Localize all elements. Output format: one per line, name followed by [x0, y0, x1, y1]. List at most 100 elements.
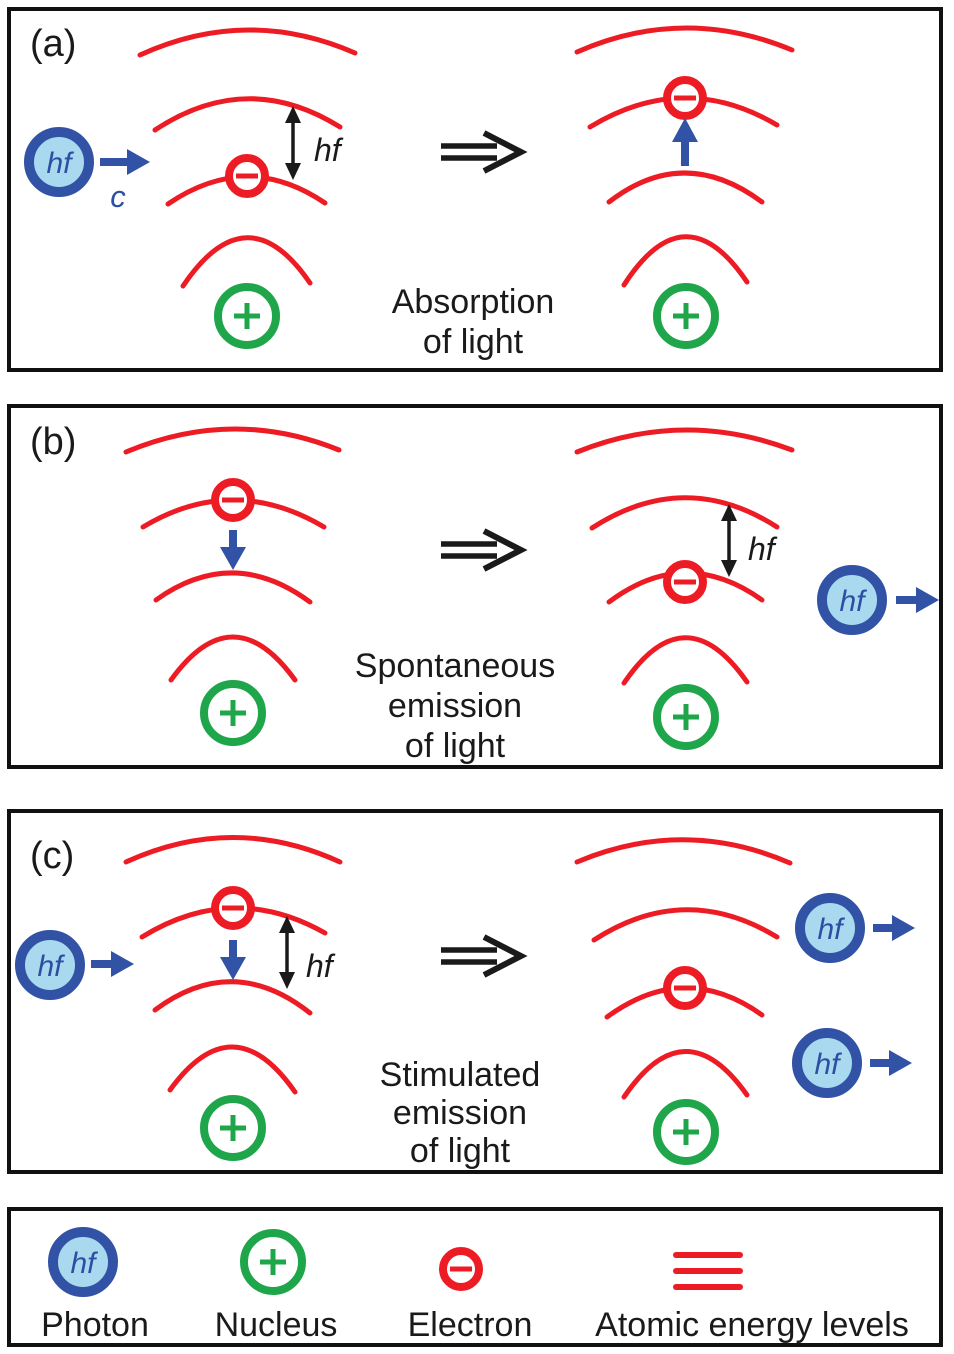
- photon-symbol: hf: [46, 147, 74, 180]
- electron-icon: [663, 966, 707, 1010]
- photon-direction-arrow: [896, 587, 939, 613]
- photon-icon: [795, 893, 865, 963]
- photon-symbol: hf: [37, 950, 65, 983]
- electron-icon: [663, 76, 707, 120]
- energy-level-2-arc: [591, 907, 780, 943]
- panel-spontaneous-emission: (b): [7, 404, 943, 769]
- caption-line: emission: [393, 1094, 527, 1132]
- energy-levels-icon: [673, 1252, 743, 1290]
- energy-level-1-arc: [153, 570, 313, 605]
- panel-b-label: (b): [30, 421, 76, 463]
- energy-level-3-arc: [574, 837, 793, 866]
- atom-b-after: hf: [574, 427, 795, 750]
- energy-gap-arrow: [279, 916, 295, 989]
- photon-symbol: hf: [839, 585, 867, 618]
- photon-icon: [24, 127, 94, 197]
- photon-direction-arrow: [100, 149, 150, 175]
- atom-b-before: [123, 426, 342, 746]
- energy-level-3-arc: [574, 427, 795, 455]
- legend-item-electron: Electron: [408, 1247, 533, 1344]
- electron-icon: [211, 478, 255, 522]
- photon-direction-arrow: [870, 1050, 912, 1076]
- photon-symbol: hf: [814, 1048, 842, 1081]
- energy-level-3-arc: [574, 25, 795, 55]
- caption-line: Stimulated: [380, 1056, 541, 1094]
- electron-drop-down-arrow: [220, 940, 246, 980]
- electron-drop-down-arrow: [220, 530, 246, 570]
- energy-gap-arrow: [285, 106, 301, 180]
- energy-level-2-arc: [589, 495, 780, 531]
- photon-icon: [817, 565, 887, 635]
- legend-item-nucleus: Nucleus: [215, 1229, 338, 1344]
- panel-c-label: (c): [30, 835, 74, 877]
- nucleus-arc: [168, 634, 298, 683]
- energy-gap-label: hf: [748, 531, 778, 567]
- photon-direction-arrow: [91, 951, 134, 977]
- implies-arrow: [441, 934, 528, 978]
- electron-icon: [211, 886, 255, 930]
- caption-line: Spontaneous: [355, 647, 555, 685]
- nucleus-arc: [621, 1049, 750, 1100]
- electron-jump-up-arrow: [672, 118, 698, 166]
- panel-a-label: (a): [30, 23, 76, 65]
- legend-item-energy-levels: Atomic energy levels: [595, 1252, 909, 1344]
- energy-gap-label: hf: [314, 132, 344, 168]
- energy-level-3-arc: [137, 27, 358, 58]
- nucleus-icon: [653, 283, 719, 349]
- energy-gap-label: hf: [306, 948, 336, 984]
- implies-arrow: [441, 528, 528, 572]
- photon-icon: [48, 1227, 118, 1297]
- panel-a-border: [7, 7, 943, 372]
- photon-incoming: hf: [15, 930, 134, 1000]
- speed-of-light-label: c: [110, 179, 126, 214]
- panel-stimulated-emission: (c) hf: [7, 809, 943, 1174]
- energy-level-1-arc: [152, 979, 313, 1016]
- atom-c-before: hf: [123, 835, 343, 1161]
- legend-label-electron: Electron: [408, 1306, 533, 1344]
- photon-direction-arrow: [873, 915, 915, 941]
- energy-level-3-arc: [123, 835, 343, 865]
- atom-a-after: [574, 25, 795, 349]
- atom-a-before: hf: [137, 27, 358, 349]
- panel-b-border: [7, 404, 943, 769]
- panel-c-border: [7, 809, 943, 1174]
- nucleus-arc: [621, 635, 750, 686]
- energy-level-2-arc: [152, 96, 343, 133]
- nucleus-icon: [200, 1095, 266, 1161]
- electron-icon: [225, 154, 269, 198]
- nucleus-arc: [621, 234, 750, 288]
- legend-label-photon: Photon: [41, 1306, 149, 1344]
- nucleus-icon: [653, 1099, 719, 1165]
- nucleus-icon: [653, 684, 719, 750]
- photon-emitted-1: hf: [795, 893, 915, 963]
- legend-label-energy-levels: Atomic energy levels: [595, 1306, 909, 1344]
- photon-icon: [792, 1028, 862, 1098]
- caption-line: Absorption: [392, 283, 555, 321]
- photon-emitted-2: hf: [792, 1028, 912, 1098]
- legend: hf Photon Nucleus Electron Atomic energy…: [7, 1207, 943, 1347]
- nucleus-icon: [214, 283, 280, 349]
- energy-gap-arrow: [721, 504, 737, 577]
- legend-item-photon: hf Photon: [41, 1227, 149, 1344]
- electron-icon: [663, 560, 707, 604]
- caption-line: of light: [410, 1132, 511, 1170]
- legend-label-nucleus: Nucleus: [215, 1306, 338, 1344]
- panel-b-caption: Spontaneous emission of light: [355, 647, 555, 765]
- nucleus-arc: [167, 1044, 298, 1095]
- energy-level-3-arc: [123, 426, 342, 455]
- caption-line: of light: [423, 323, 524, 361]
- photon-icon: [15, 930, 85, 1000]
- panel-a-caption: Absorption of light: [392, 283, 555, 361]
- photon-symbol: hf: [817, 913, 845, 946]
- caption-line: of light: [405, 727, 506, 765]
- caption-line: emission: [388, 687, 522, 725]
- energy-level-1-arc: [606, 170, 765, 205]
- photon-emitted: hf: [817, 565, 939, 635]
- nucleus-icon: [200, 680, 266, 746]
- atom-c-after: [574, 837, 793, 1165]
- photon-symbol: hf: [70, 1247, 98, 1280]
- panel-absorption: (a) hf: [7, 7, 943, 372]
- panel-c-caption: Stimulated emission of light: [380, 1056, 541, 1170]
